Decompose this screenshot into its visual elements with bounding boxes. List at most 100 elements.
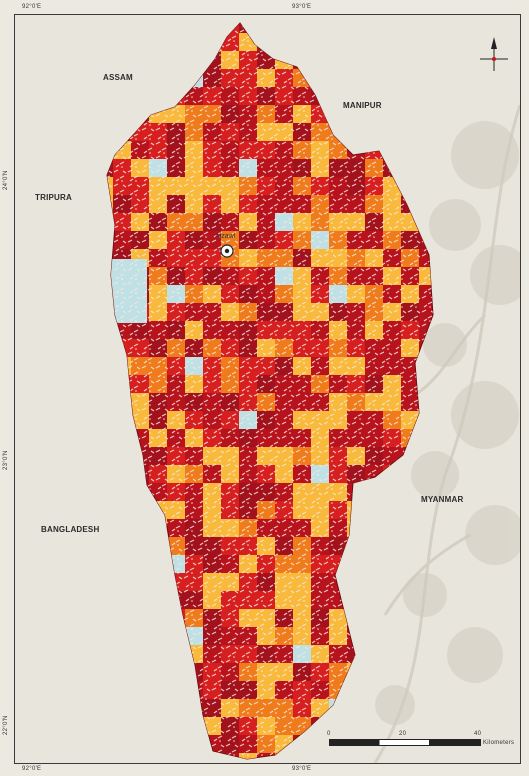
hazard-cell [113, 537, 131, 555]
hazard-cell [149, 645, 167, 663]
hazard-cell [149, 699, 167, 717]
hazard-cell [365, 609, 383, 627]
hazard-cell [437, 753, 455, 763]
hazard-cell [167, 735, 185, 753]
hazard-cell [401, 519, 419, 537]
hazard-cell [167, 663, 185, 681]
hazard-cell [167, 23, 185, 33]
hazard-cell [107, 303, 113, 321]
hazard-cell [347, 681, 365, 699]
hazard-cell [419, 213, 433, 231]
hazard-cell [185, 51, 203, 69]
hazard-cell [401, 123, 419, 141]
hazard-cell [167, 717, 185, 735]
label-manipur: MANIPUR [343, 101, 382, 110]
hazard-cell [419, 375, 433, 393]
hazard-cell [185, 23, 203, 33]
hazard-cell [383, 51, 401, 69]
hazard-cell [419, 411, 433, 429]
hazard-cell [167, 681, 185, 699]
hazard-cell [437, 573, 455, 591]
hazard-cell [257, 23, 275, 33]
hazard-cell [383, 627, 401, 645]
hazard-cell [107, 51, 113, 69]
hazard-cell [149, 69, 167, 87]
hazard-cell [107, 267, 113, 285]
hazard-cell [419, 753, 433, 759]
hazard-cell [149, 591, 167, 609]
tree-watermark-icon [373, 104, 520, 763]
hazard-cell [167, 627, 185, 645]
hazard-cell [437, 681, 455, 699]
scale-label-20: 20 [399, 731, 407, 737]
hazard-cell [293, 33, 311, 51]
hazard-cell [401, 555, 419, 573]
hazard-cell [311, 33, 329, 51]
hazard-cell [149, 51, 167, 69]
hazard-cell [131, 33, 149, 51]
hazard-cell [293, 753, 311, 759]
label-tripura: TRIPURA [35, 193, 72, 202]
terrain-texture [107, 23, 433, 759]
hazard-cell [113, 447, 131, 465]
hazard-cell [365, 51, 383, 69]
hazard-cell [131, 717, 149, 735]
hazard-cell [275, 23, 293, 33]
mizoram-map[interactable] [15, 15, 520, 763]
hazard-cell [329, 69, 347, 87]
hazard-cell [107, 411, 113, 429]
hazard-cell [437, 141, 455, 159]
hazard-cell [365, 537, 383, 555]
hazard-cell [107, 573, 113, 591]
hazard-cell [107, 33, 113, 51]
hazard-cell [347, 33, 365, 51]
hazard-cell [311, 735, 329, 753]
hazard-cell [347, 23, 365, 33]
hazard-cell [149, 681, 167, 699]
hazard-cell [113, 717, 131, 735]
hazard-cell [437, 663, 455, 681]
scale-bar: 0 20 40 Kilometers [327, 731, 514, 753]
hazard-cell [131, 663, 149, 681]
hazard-cell [437, 15, 455, 33]
hazard-cell [419, 663, 433, 681]
hazard-cell [383, 105, 401, 123]
hazard-cell [401, 591, 419, 609]
hazard-cell [401, 537, 419, 555]
hazard-cell [131, 537, 149, 555]
hazard-cell [107, 717, 113, 735]
capital-marker-icon[interactable] [220, 244, 234, 258]
label-myanmar: MYANMAR [421, 495, 464, 504]
hazard-cell [419, 573, 433, 591]
hazard-cell [203, 33, 221, 51]
map-frame: ASSAM MANIPUR TRIPURA BANGLADESH MYANMAR… [14, 14, 521, 764]
hazard-cell [383, 555, 401, 573]
hazard-cell [131, 735, 149, 753]
hazard-cell [107, 105, 113, 123]
hazard-cell [347, 555, 365, 573]
hazard-cell [203, 23, 221, 33]
hazard-cell [437, 159, 455, 177]
hazard-cell [107, 285, 113, 303]
hazard-cell [131, 519, 149, 537]
hazard-cell [383, 699, 401, 717]
hazard-cell [107, 213, 113, 231]
hazard-cell [437, 357, 455, 375]
hazard-cell [131, 753, 149, 759]
hazard-cell [113, 393, 131, 411]
hazard-cell [401, 501, 419, 519]
hazard-cell [437, 69, 455, 87]
hazard-cell [437, 123, 455, 141]
tick-top-left: 92°0'E [22, 4, 42, 10]
hazard-cell [437, 177, 455, 195]
hazard-cell [419, 591, 433, 609]
hazard-cell [113, 555, 131, 573]
hazard-cell [311, 51, 329, 69]
hazard-cell [107, 23, 113, 33]
hazard-cell [149, 23, 167, 33]
hazard-cell [131, 573, 149, 591]
hazard-cell [167, 753, 185, 759]
tick-top-mid: 93°0'E [292, 4, 312, 10]
hazard-cell [113, 429, 131, 447]
hazard-cell [365, 501, 383, 519]
